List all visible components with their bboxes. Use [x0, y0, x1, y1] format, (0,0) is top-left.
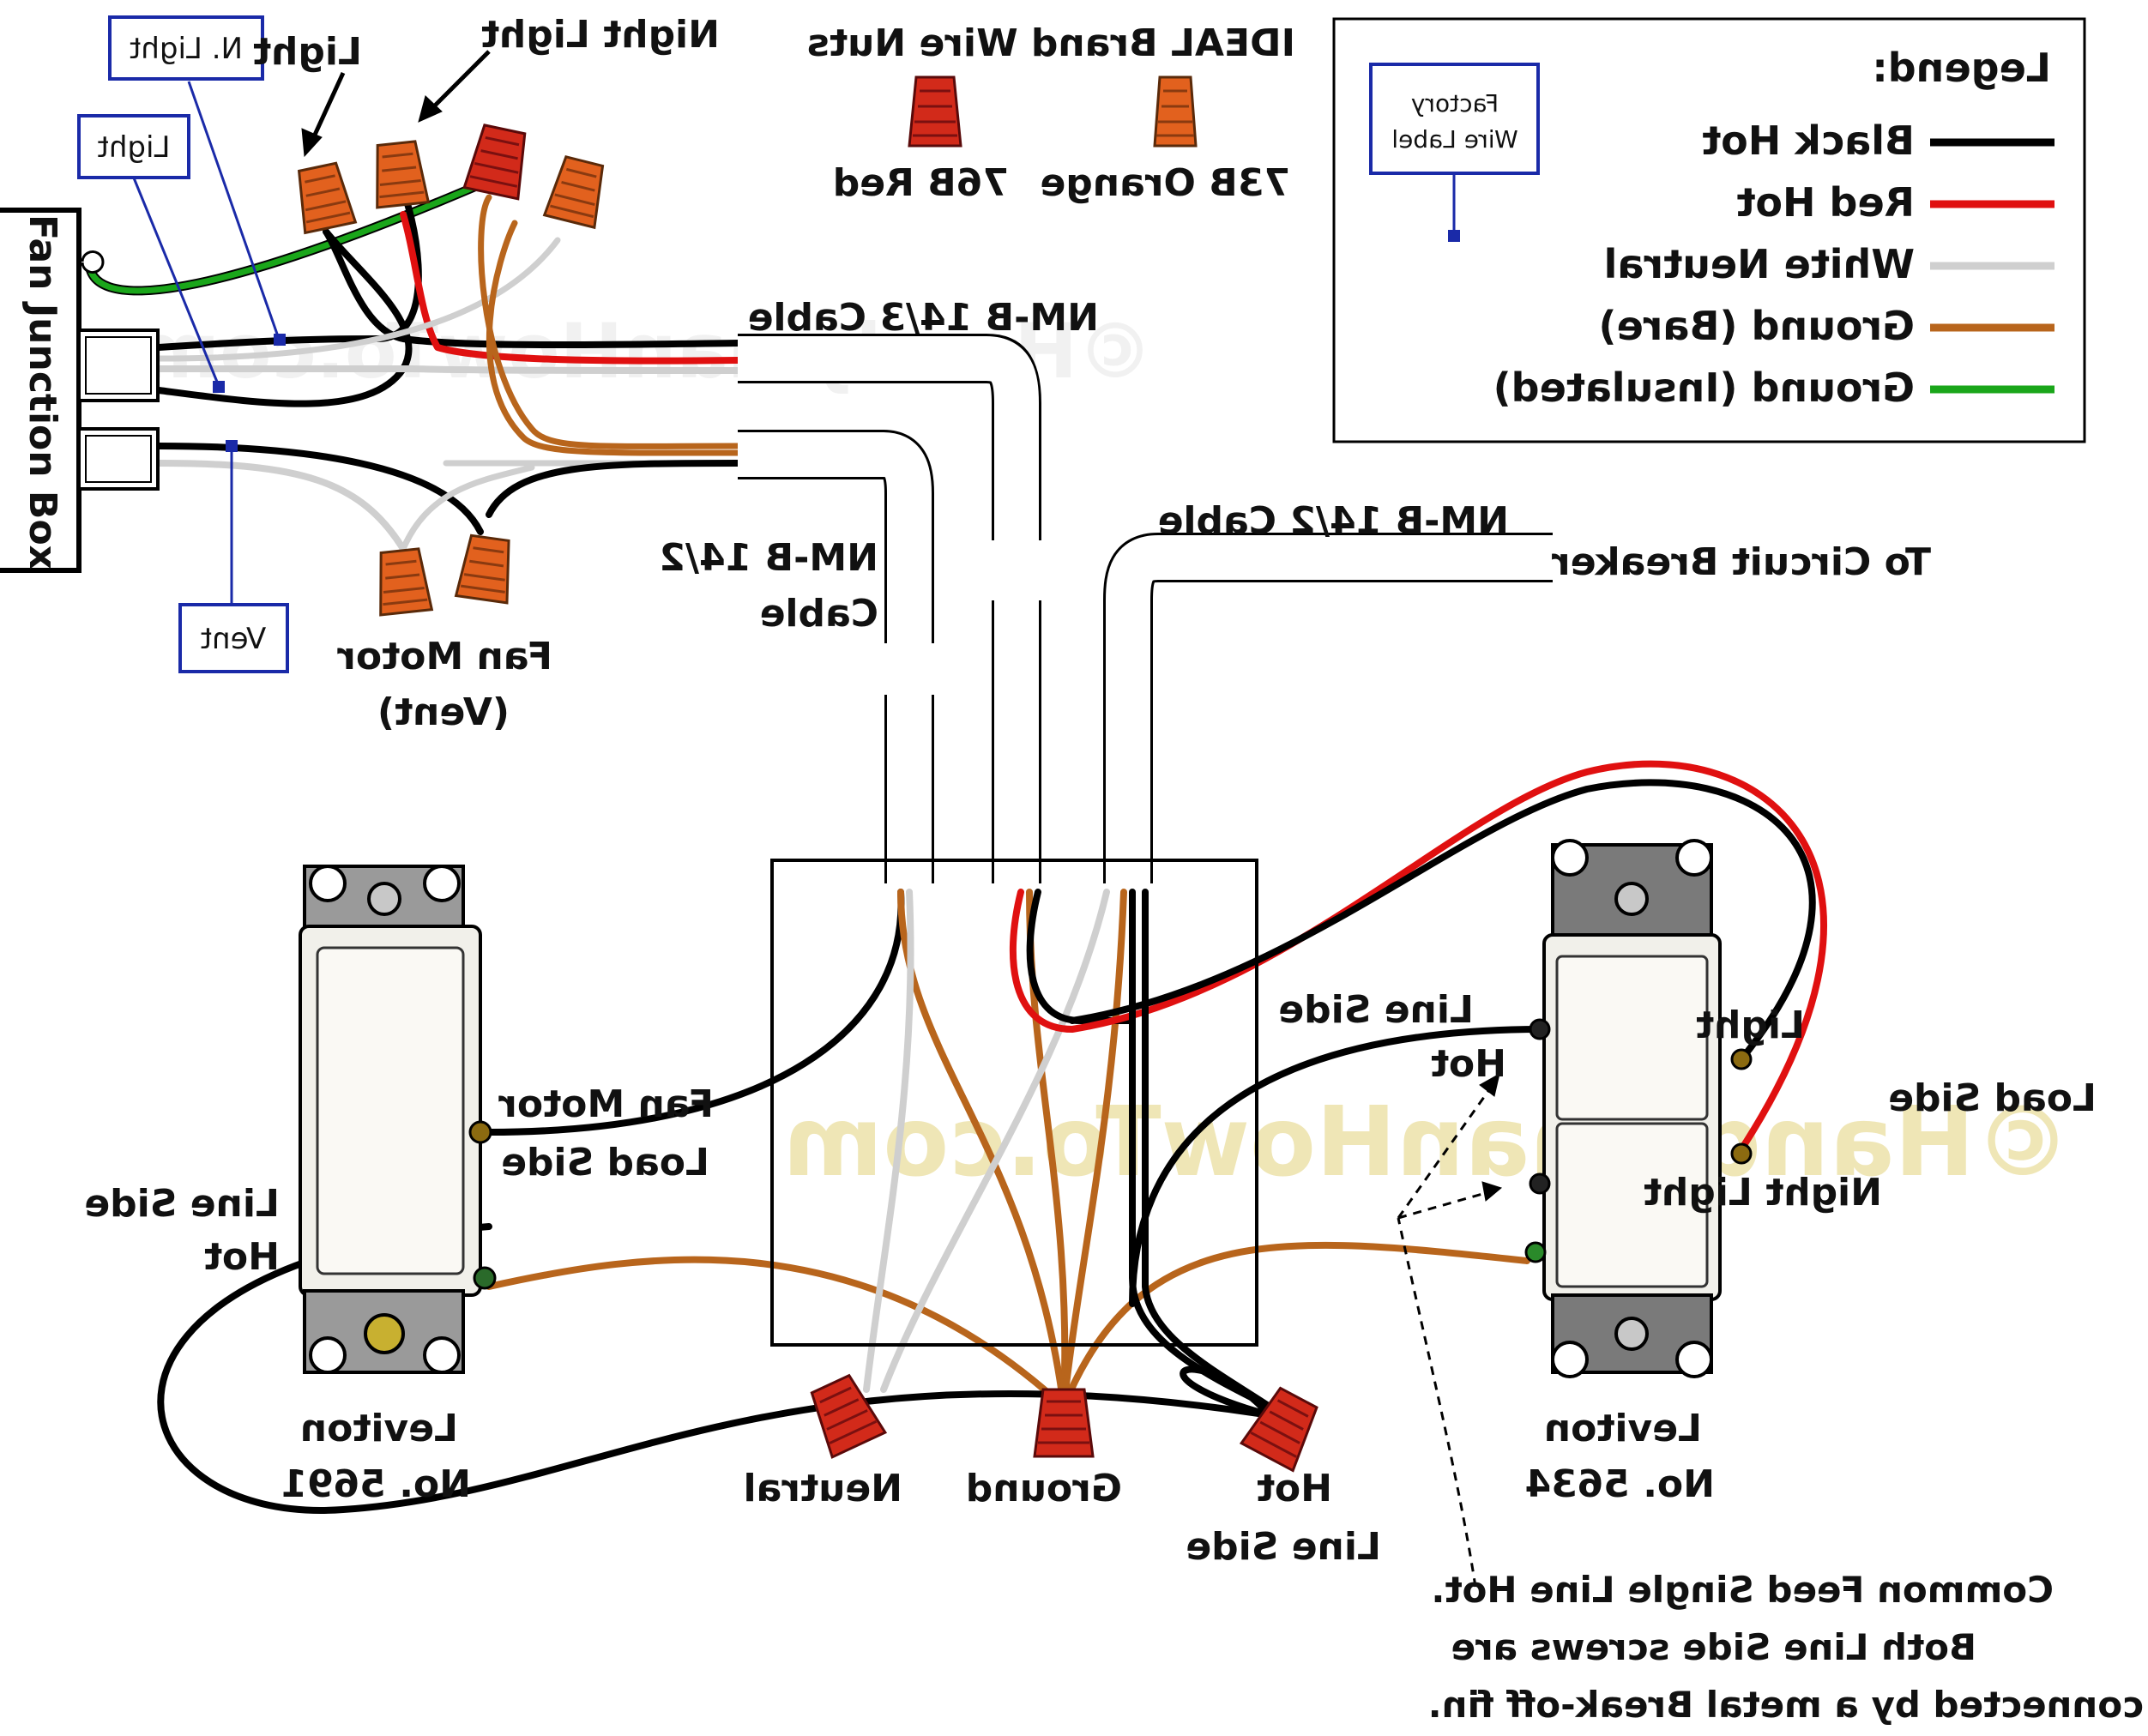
label-cable-14-2-left-1: NM-B 14/2 — [659, 536, 878, 580]
label-leviton-right-1: Leviton — [1544, 1407, 1702, 1450]
wire-nuts-title: IDEAL Brand Wire Nuts — [807, 21, 1295, 65]
wire-nut-red-label: 76B Red — [833, 161, 1009, 205]
legend-factory-tag — [1369, 63, 1540, 175]
legend: Legend: Black Hot Red Hot White Neutral … — [1332, 17, 2086, 443]
vent-tag-text: Vent — [201, 622, 266, 656]
vent-tag — [178, 603, 289, 673]
fan-box-label: Fan Junction Box — [21, 214, 64, 570]
label-leviton-left-2: No. 5691 — [281, 1462, 471, 1506]
wire-nut-box-ground — [1033, 1388, 1095, 1458]
wire-nut-legend-red — [908, 75, 962, 148]
label-leviton-left-1: Leviton — [300, 1407, 458, 1450]
wire-nut-orange-label: 73B Orange — [1040, 161, 1290, 205]
legend-item-black-hot: Black Hot — [1702, 118, 1915, 164]
wire-nut-night-light — [376, 140, 431, 209]
labels: Light Night Light IDEAL Brand Wire Nuts … — [84, 13, 2144, 1726]
wire-nut-legend-orange — [1153, 75, 1198, 148]
wire-tags: N. Light Light Vent — [77, 15, 289, 673]
wire-cable-black — [323, 228, 741, 349]
wire-bare-1 — [478, 194, 741, 449]
label-sw-night-light: Night Light — [1644, 1171, 1882, 1215]
label-line-side-right-2: Hot — [1431, 1042, 1506, 1086]
fan-junction-box: Fan Junction Box — [0, 208, 160, 573]
wire-nuts — [297, 75, 1318, 1473]
wire-nut-neutral — [542, 155, 605, 230]
legend-factory-tag-line-1: Factory — [1411, 89, 1499, 118]
legend-item-ground-bare: Ground (Bare) — [1598, 303, 1915, 349]
wire-fan-load — [486, 889, 905, 1136]
label-load-side: Load Side — [1888, 1076, 2097, 1120]
arrows — [301, 50, 1503, 1588]
wire-nut-vent-neutral — [379, 547, 434, 617]
wire-nut-light — [297, 161, 358, 235]
label-fan-motor-vent-1: Fan Motor — [337, 635, 552, 678]
wire-cable-white — [155, 365, 741, 374]
wires — [84, 168, 1827, 1514]
label-sw-light: Light — [1696, 1004, 1805, 1047]
label-to-breaker: To Circuit Breaker — [1552, 540, 1931, 584]
wire-hot-red — [1009, 760, 1827, 1153]
switch-box — [770, 859, 1258, 1347]
note-line-1: Common Feed Single Line Hot. — [1431, 1569, 2054, 1611]
label-line-side-right-1: Line Side — [1278, 988, 1474, 1032]
legend-item-ground-insulated: Ground (Insulated) — [1493, 365, 1915, 411]
wire-line-hot-right — [1129, 1026, 1548, 1307]
label-fan-motor-vent-2: (Vent) — [377, 690, 510, 734]
label-night-light: Night Light — [481, 13, 720, 57]
label-cable-14-3: NM-B 14/3 Cable — [748, 296, 1099, 340]
n-light-tag-text: N. Light — [130, 32, 243, 66]
switch-leviton-5691 — [299, 865, 497, 1374]
legend-item-white-neutral: White Neutral — [1604, 241, 1915, 287]
label-cable-14-2-left-2: Cable — [760, 592, 878, 636]
label-line-side-left-2: Hot — [204, 1235, 280, 1279]
wire-vent-black — [155, 443, 484, 535]
n-light-tag — [108, 15, 264, 81]
light-tag-text: Light — [98, 130, 171, 165]
label-ground: Ground — [966, 1467, 1122, 1510]
wire-nut-vent-hot — [454, 533, 510, 605]
note-line-2: Both Line Side screws are — [1451, 1626, 1976, 1668]
legend-item-red-hot: Red Hot — [1736, 179, 1915, 226]
label-line-side-left-1: Line Side — [84, 1182, 280, 1226]
label-light: Light — [253, 30, 362, 74]
legend-title: Legend: — [1872, 45, 2051, 91]
label-hot-line-2: Line Side — [1186, 1525, 1381, 1569]
label-hot-line-1: Hot — [1257, 1467, 1332, 1510]
note-line-3: connected by a metal Break-off fin. — [1428, 1684, 2144, 1726]
label-neutral: Neutral — [744, 1467, 903, 1510]
wire-vent-white — [155, 460, 407, 552]
wire-nut-box-hot — [1239, 1386, 1318, 1473]
legend-factory-tag-line-2: Wire Label — [1391, 125, 1517, 154]
wire-line-hot-left — [157, 1223, 1273, 1514]
wire-cable-red — [400, 211, 741, 365]
label-fan-motor-load-2: Load Side — [501, 1141, 709, 1184]
label-leviton-right-2: No. 5634 — [1524, 1462, 1715, 1506]
cables — [738, 334, 1553, 883]
wire-light-black — [155, 228, 413, 407]
switch-leviton-5634 — [1524, 839, 1753, 1378]
wire-white-a — [863, 889, 914, 1393]
light-tag — [77, 114, 190, 179]
label-fan-motor-load-1: Fan Motor — [498, 1082, 714, 1126]
wire-nut-ground — [462, 124, 527, 201]
label-cable-14-2-right: NM-B 14/2 Cable — [1158, 499, 1509, 543]
wire-nut-box-neutral — [810, 1373, 888, 1459]
